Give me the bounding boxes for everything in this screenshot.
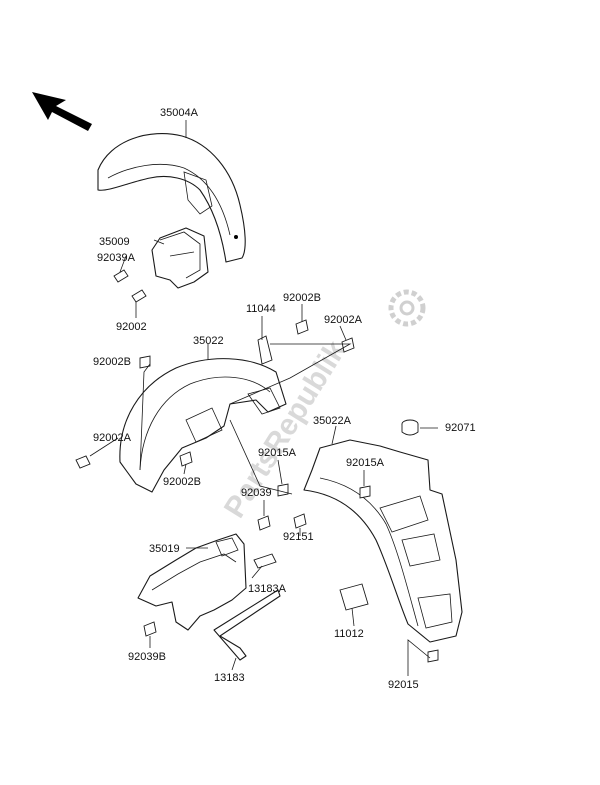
label-92071: 92071 [445, 422, 476, 434]
screw-92039B [143, 621, 157, 637]
label-92002B-top: 92002B [283, 292, 321, 304]
rear-fender-bracket [137, 533, 247, 631]
label-92015A-a: 92015A [258, 447, 297, 459]
label-92002A-top: 92002A [324, 314, 363, 326]
rear-fender [303, 439, 463, 643]
bolt-92002A-left [75, 455, 91, 469]
label-92002: 92002 [116, 321, 147, 333]
bracket-13183 [213, 589, 281, 661]
clip-92015A-b [359, 485, 371, 499]
label-35022: 35022 [193, 335, 224, 347]
label-92015: 92015 [388, 679, 419, 691]
label-11044: 11044 [246, 303, 276, 315]
leader-lines [89, 120, 438, 676]
bracket-13183A [253, 553, 277, 569]
reflector-11012 [339, 583, 369, 611]
grommet-92071 [401, 419, 419, 436]
label-92015A-b: 92015A [346, 457, 385, 469]
front-fender-bracket [151, 227, 209, 289]
label-92039: 92039 [241, 487, 272, 499]
bolt-92002B-top [295, 319, 309, 335]
front-fender [97, 133, 246, 263]
bolt-92002B-left [139, 355, 151, 369]
gear-watermark-icon [388, 289, 426, 327]
label-11012: 11012 [334, 628, 364, 640]
label-92039A: 92039A [97, 252, 136, 264]
screw-92039 [257, 515, 271, 531]
bolt-92002B-bottom [179, 451, 193, 467]
label-35009: 35009 [99, 236, 130, 248]
label-92002B-left: 92002B [93, 356, 131, 368]
label-92039B: 92039B [128, 651, 166, 663]
label-35004A: 35004A [160, 107, 199, 119]
clip-92015 [427, 649, 439, 663]
label-13183A: 13183A [248, 583, 287, 595]
label-92002A-left: 92002A [93, 432, 132, 444]
label-35022A: 35022A [313, 415, 352, 427]
nut-92151 [293, 513, 307, 529]
label-13183: 13183 [214, 672, 245, 684]
label-92002B-bottom: 92002B [163, 476, 201, 488]
screw-92039A [113, 269, 129, 283]
bolt-92002 [131, 289, 147, 303]
clip-92015A-a [277, 483, 289, 497]
part-labels: 35004A 35009 92039A 92002 11044 92002B 9… [93, 107, 476, 691]
rear-inner-fender [119, 335, 287, 493]
front-direction-arrow-icon [32, 92, 92, 131]
label-35019: 35019 [149, 543, 180, 555]
label-92151: 92151 [283, 531, 314, 543]
